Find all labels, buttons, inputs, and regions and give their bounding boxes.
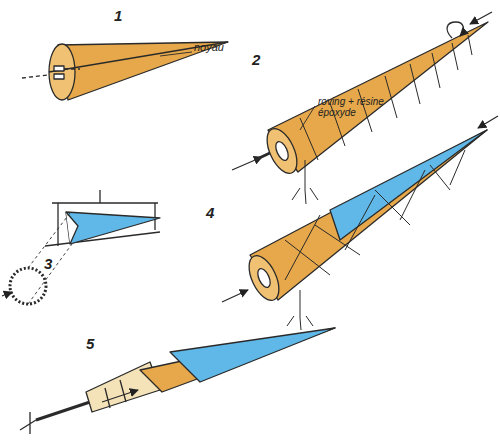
callout-number: 5 — [86, 336, 94, 352]
part-label: noyau — [194, 42, 224, 54]
callout-number: 3 — [44, 256, 52, 272]
winding-cone-blue — [222, 116, 498, 330]
material-label: roving + résine époxyde — [318, 97, 392, 118]
winding-cone — [232, 12, 492, 204]
callout-number: 1 — [114, 8, 122, 24]
mould-frame — [2, 190, 160, 304]
callout-number: 4 — [206, 205, 214, 221]
core-cone — [22, 42, 228, 100]
finished-blade — [20, 328, 335, 434]
callout-number: 2 — [252, 52, 260, 68]
